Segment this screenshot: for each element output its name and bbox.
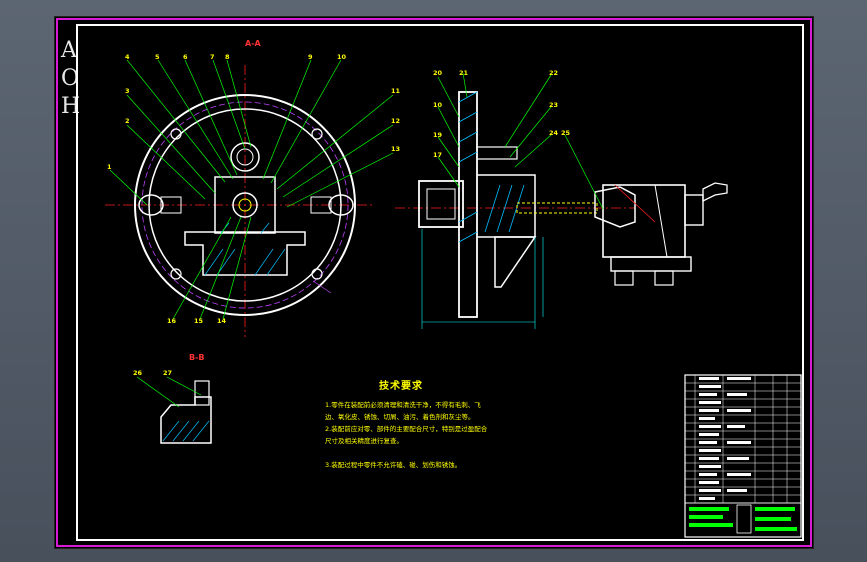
tech-requirements-title: 技术要求 [379,381,423,392]
balloon-number: 14 [217,317,227,325]
balloon-number: 12 [391,117,400,125]
cad-drawing: 4 5 6 7 8 9 10 3 2 1 11 12 13 16 15 14 2… [56,18,812,547]
side-letter-h: H [61,94,81,119]
balloon-number: 8 [225,53,230,61]
section-label-bb: B-B [189,353,205,362]
balloon-number: 21 [459,69,469,77]
balloon-number: 2 [125,117,130,125]
balloon-number: 27 [163,369,172,377]
tech-requirement-line: 边、氧化皮、锈蚀、切屑、油污、着色剂和灰尘等。 [325,413,475,421]
balloon-number: 6 [183,53,188,61]
balloon-number: 4 [125,53,130,61]
tech-requirement-line: 1.零件在装配前必须清理和清洗干净，不得有毛刺、飞 [325,401,481,409]
balloon-number: 9 [308,53,313,61]
leader-lines [109,59,604,408]
section-label-aa: A-A [245,39,261,48]
balloon-number: 22 [549,69,558,77]
right-view [594,182,728,286]
balloon-labels: 4 5 6 7 8 9 10 3 2 1 11 12 13 16 15 14 2… [107,53,571,377]
balloon-number: 10 [337,53,347,61]
middle-view [395,91,635,329]
tech-requirement-line: 3.装配过程中零件不允许磕、碰、划伤和锈蚀。 [325,461,462,469]
balloon-number: 26 [133,369,143,377]
balloon-number: 16 [167,317,177,325]
balloon-number: 24 [549,129,559,137]
balloon-number: 7 [210,53,215,61]
balloon-number: 3 [125,87,130,95]
balloon-number: 11 [391,87,401,95]
tech-requirement-line: 2.装配前应对零、部件的主要配合尺寸，特别是过盈配合 [325,425,488,433]
tech-requirement-line: 尺寸及相关精度进行复查。 [325,437,403,445]
side-letter-a: A [61,38,77,63]
balloon-number: 10 [433,101,443,109]
balloon-number: 20 [433,69,443,77]
inner-border [76,24,804,541]
title-block [684,374,802,538]
balloon-number: 15 [194,317,204,325]
balloon-number: 1 [107,163,112,171]
drawing-sheet: A O H [54,16,814,549]
balloon-number: 17 [433,151,442,159]
outer-frame [56,18,812,547]
view-bb [160,380,212,444]
left-view-aa [105,65,375,337]
balloon-number: 19 [433,131,443,139]
side-letter-o: O [61,66,80,91]
balloon-number: 25 [561,129,571,137]
balloon-number: 5 [155,53,160,61]
balloon-number: 13 [391,145,400,153]
balloon-number: 23 [549,101,558,109]
